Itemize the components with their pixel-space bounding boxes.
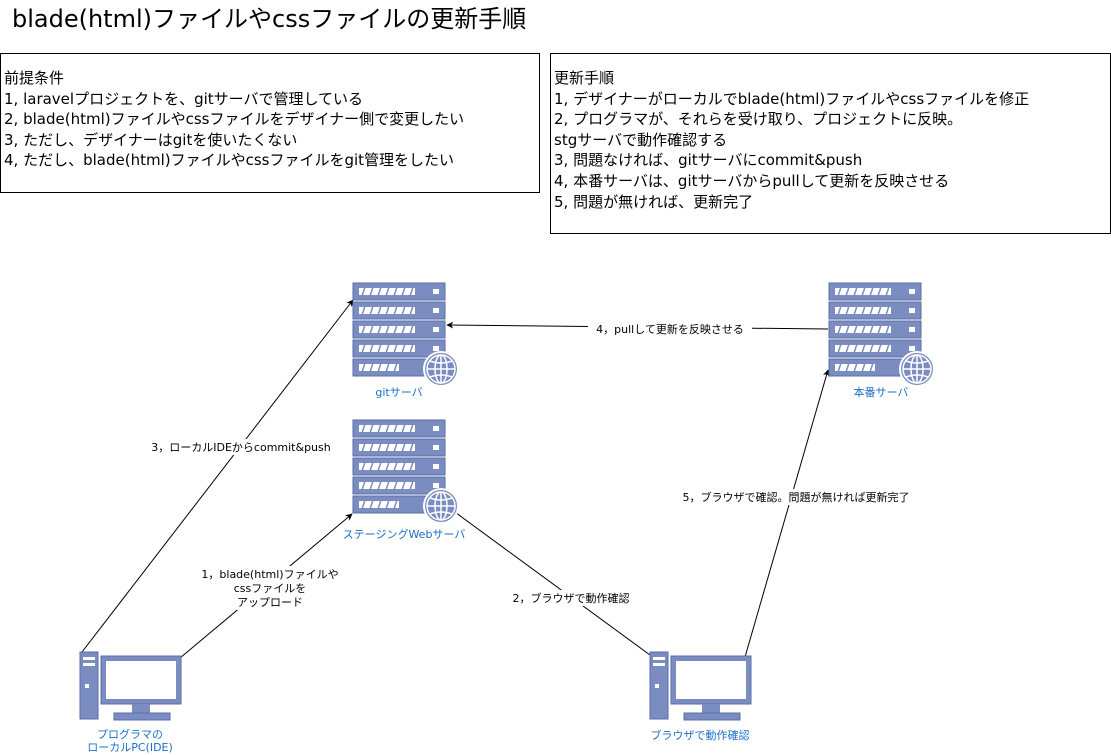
edge-label-prod-check-text: 5，ブラウザで確認。問題が無ければ更新完了 [683,490,910,504]
procedure-box: 更新手順 1, デザイナーがローカルでblade(html)ファイルやcssファ… [550,53,1111,234]
desktop-computer-icon [649,651,752,721]
page-title: blade(html)ファイルやcssファイルの更新手順 [12,5,527,33]
edge-label-pull-text: 4，pullして更新を反映させる [596,322,744,336]
edge-label-commit-push: 3，ローカルIDEからcommit&push [145,439,337,455]
prerequisite-item: 4, ただし、blade(html)ファイルやcssファイルをgit管理をしたい [4,151,455,170]
prerequisites-heading: 前提条件 [4,69,65,87]
prerequisite-item: 2, blade(html)ファイルやcssファイルをデザイナー側で変更したい [4,110,465,129]
server-icon [828,282,935,387]
local-pc-label-line: プログラマの [97,727,163,741]
prod-server-label: 本番サーバ [854,385,909,399]
edge-label-commit-push-text: 3，ローカルIDEからcommit&push [151,441,331,454]
edge-label-prod-check: 5，ブラウザで確認。問題が無ければ更新完了 [672,489,920,505]
git-server-node: gitサーバ [352,282,459,399]
edge-label-pull: 4，pullして更新を反映させる [588,321,752,337]
procedure-step: 4, 本番サーバは、gitサーバからpullして更新を反映させる [554,171,950,190]
staging-server-node: ステージングWebサーバ [343,419,466,541]
server-icon [352,282,459,387]
edge-label-upload: 1，blade(html)ファイルや cssファイルを アップロード [193,566,347,610]
procedure-step: 2, プログラマが、それらを受け取り、プロジェクトに反映。 [554,110,963,129]
server-icon [352,419,459,524]
edge-label-upload-line: アップロード [237,596,303,609]
prerequisite-item: 1, laravelプロジェクトを、gitサーバで管理している [4,89,364,108]
local-pc-node: プログラマの ローカルPC(IDE) [79,651,182,754]
edge-label-upload-line: 1，blade(html)ファイルや [201,568,338,581]
prod-server-node: 本番サーバ [828,282,935,399]
browser-pc-label: ブラウザで動作確認 [651,728,750,742]
edge-label-browser-check: 2，ブラウザで動作確認 [505,590,637,606]
staging-server-label: ステージングWebサーバ [343,527,466,541]
procedure-step: 3, 問題なければ、gitサーバにcommit&push [554,151,863,170]
browser-pc-node: ブラウザで動作確認 [649,651,752,742]
desktop-computer-icon [79,651,182,721]
procedure-step: 5, 問題が無ければ、更新完了 [554,192,754,211]
edge-commit-push [81,299,354,653]
edge-browser-check [447,506,651,656]
procedure-heading: 更新手順 [554,69,615,87]
procedure-step: 1, デザイナーがローカルでblade(html)ファイルやcssファイルを修正 [554,89,1030,108]
edge-label-browser-check-text: 2，ブラウザで動作確認 [513,591,630,605]
prerequisite-item: 3, ただし、デザイナーはgitを使いたくない [4,130,298,149]
prerequisites-box: 前提条件 1, laravelプロジェクトを、gitサーバで管理している 2, … [0,53,540,193]
procedure-step: stgサーバで動作確認する [554,130,728,149]
edge-prod-check [744,369,830,658]
local-pc-label-line: ローカルPC(IDE) [87,741,173,754]
git-server-label: gitサーバ [375,386,422,399]
edge-label-upload-line: cssファイルを [234,582,307,595]
